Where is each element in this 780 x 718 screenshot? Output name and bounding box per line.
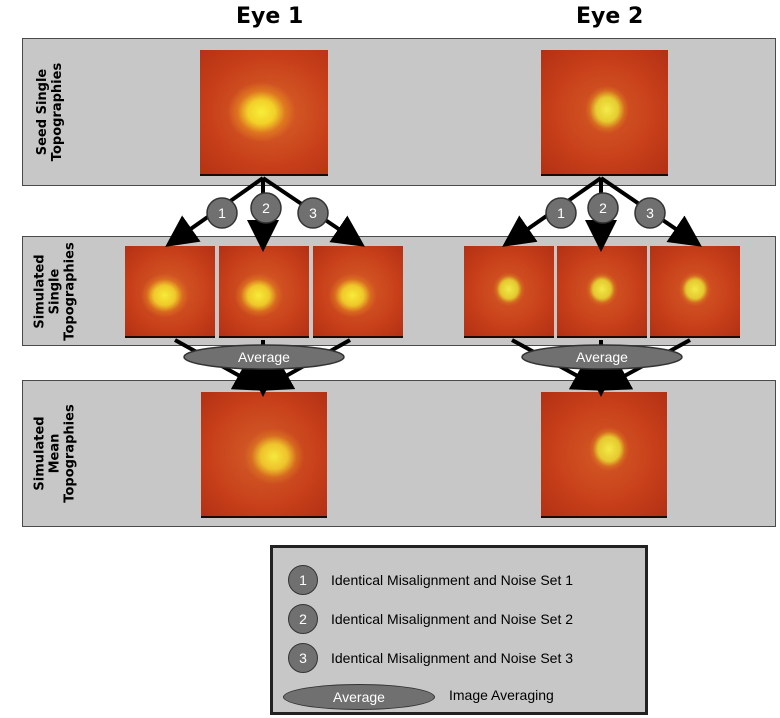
eye-2-seed-image [541, 50, 668, 176]
eye-1-badge-2: 2 [250, 192, 282, 224]
eye-1-badge-3: 3 [297, 197, 329, 229]
svg-text:1: 1 [557, 205, 565, 221]
svg-text:2: 2 [262, 200, 270, 216]
eye-2-title: Eye 2 [576, 4, 644, 29]
legend-text-3: Identical Misalignment and Noise Set 3 [331, 650, 574, 666]
svg-text:1: 1 [218, 205, 226, 221]
svg-text:Average: Average [576, 349, 628, 365]
svg-text:3: 3 [309, 205, 317, 221]
legend: 1 Identical Misalignment and Noise Set 1… [270, 545, 648, 715]
eye-1-simulated-image-1 [125, 246, 215, 338]
eye-1-badge-1: 1 [206, 197, 238, 229]
eye-1-simulated-image-2 [219, 246, 309, 338]
eye-2-average-oval: Average [521, 344, 683, 370]
eye-1-simulated-image-3 [313, 246, 403, 338]
legend-text-1: Identical Misalignment and Noise Set 1 [331, 572, 574, 588]
svg-text:Average: Average [238, 349, 290, 365]
legend-badge-3: 3 [288, 643, 318, 673]
eye-1-average-oval: Average [183, 344, 345, 370]
legend-average-oval: Average [283, 684, 435, 710]
eye-2-badge-1: 1 [545, 197, 577, 229]
legend-text-2: Identical Misalignment and Noise Set 2 [331, 611, 574, 627]
eye-2-badge-2: 2 [587, 192, 619, 224]
legend-badge-1: 1 [288, 565, 318, 595]
legend-badge-2: 2 [288, 604, 318, 634]
eye-1-title: Eye 1 [236, 4, 304, 29]
eye-2-mean-image [541, 392, 667, 518]
eye-2-simulated-image-3 [650, 246, 740, 338]
eye-2-simulated-image-2 [557, 246, 647, 338]
eye-1-seed-image [200, 50, 328, 176]
eye-1-mean-image [201, 392, 327, 518]
svg-text:3: 3 [646, 205, 654, 221]
svg-text:2: 2 [599, 200, 607, 216]
eye-2-simulated-image-1 [464, 246, 554, 338]
legend-average-text: Image Averaging [449, 687, 554, 703]
eye-2-badge-3: 3 [634, 197, 666, 229]
